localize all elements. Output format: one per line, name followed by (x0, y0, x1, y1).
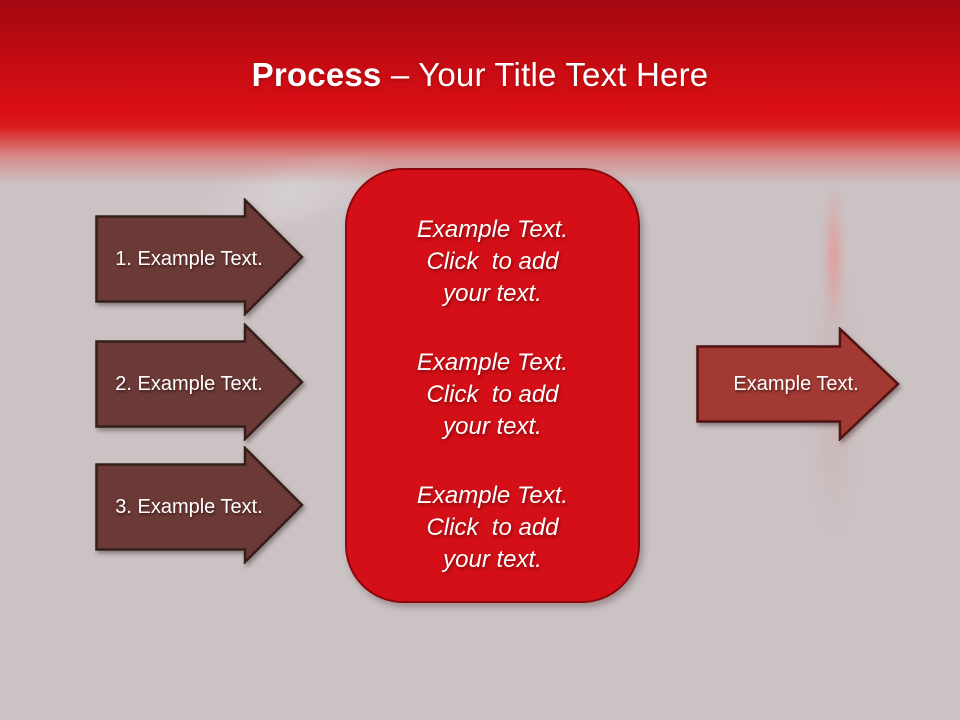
process-step-1-arrow[interactable]: 1. Example Text. (95, 198, 305, 316)
process-step-1-label: 1. Example Text. (115, 247, 263, 270)
header-band (0, 0, 960, 190)
right-arrow-shape-icon (95, 446, 304, 564)
right-arrow-shape-icon (95, 323, 304, 441)
right-arrow-shape-icon (696, 327, 900, 441)
detail-paragraph-3: Example Text. Click to add your text. (347, 480, 638, 576)
detail-line: your text. (443, 546, 542, 573)
detail-line: Click to add (426, 514, 559, 541)
process-detail-box[interactable]: Example Text. Click to add your text. Ex… (345, 168, 640, 603)
detail-paragraph-1: Example Text. Click to add your text. (347, 214, 638, 310)
process-step-3-arrow[interactable]: 3. Example Text. (95, 446, 305, 564)
result-arrow[interactable]: Example Text. (696, 327, 900, 441)
detail-paragraph-2: Example Text. Click to add your text. (347, 347, 638, 443)
process-step-2-arrow[interactable]: 2. Example Text. (95, 323, 305, 441)
detail-line: your text. (443, 413, 542, 440)
right-arrow-shape-icon (95, 198, 304, 316)
detail-line: Click to add (426, 248, 559, 275)
process-step-2-label: 2. Example Text. (115, 372, 263, 395)
detail-line: Example Text. (416, 349, 569, 376)
detail-line: Click to add (426, 381, 559, 408)
result-arrow-label: Example Text. (733, 372, 859, 395)
detail-line: your text. (443, 280, 542, 307)
slide-title: Process – Your Title Text Here (0, 55, 960, 95)
process-step-3-label: 3. Example Text. (115, 495, 263, 518)
detail-line: Example Text. (416, 216, 569, 243)
title-keyword: Process (251, 56, 382, 93)
detail-line: Example Text. (416, 482, 569, 509)
background-flame-accent (824, 180, 844, 330)
title-subtitle: – Your Title Text Here (381, 56, 709, 93)
